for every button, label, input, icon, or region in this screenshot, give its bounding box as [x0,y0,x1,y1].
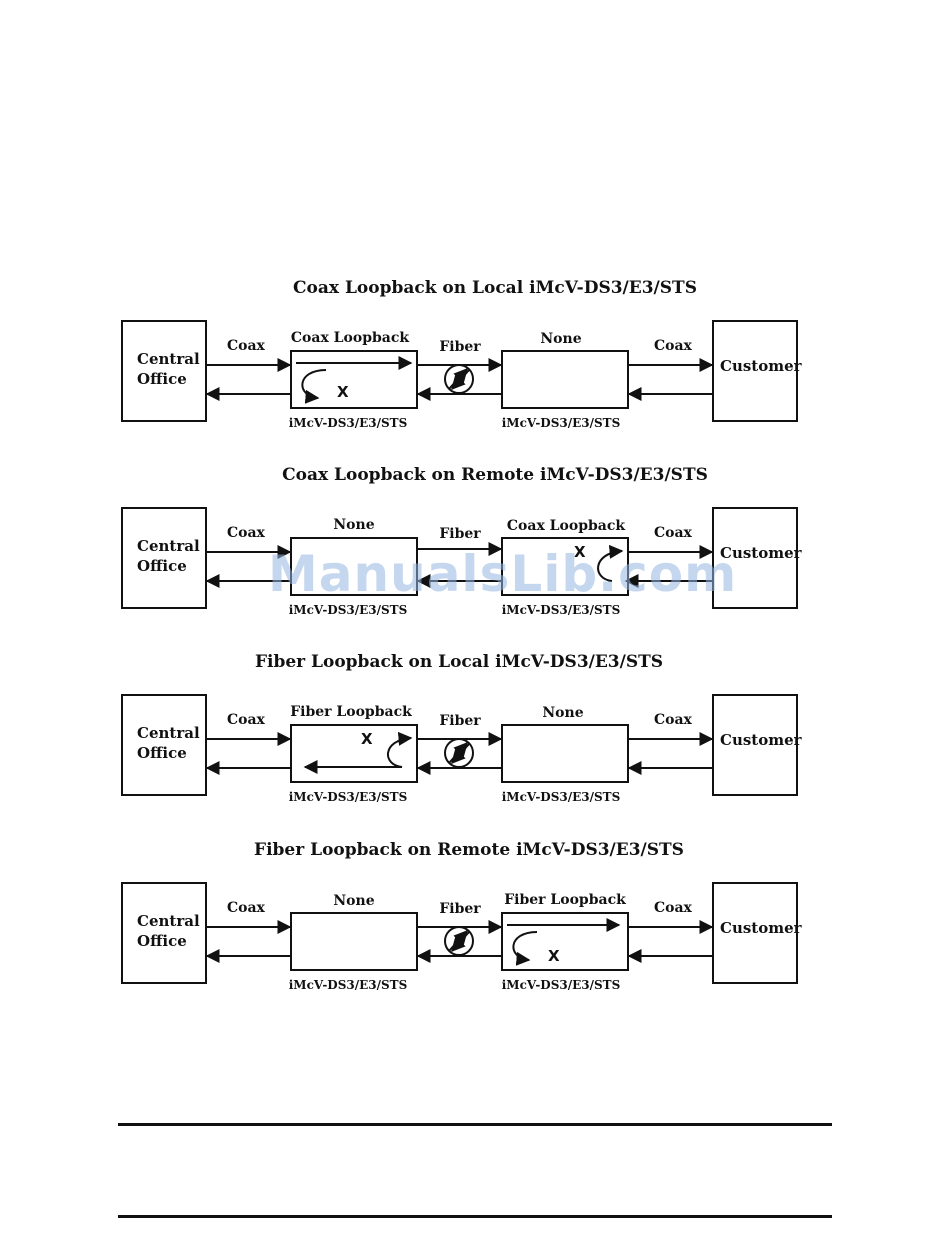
remote-mode-label: Coax Loopback [506,518,626,534]
watermark: ManualsLib.com [268,545,738,603]
loopback-drawing [121,882,798,984]
footer-rule-bottom [118,1215,832,1218]
fiber-optic-icon [444,738,474,768]
coax-link-label: Coax [227,338,265,354]
footer-rule-top [118,1123,832,1126]
fiber-link-label: Fiber [439,901,481,917]
local-mode-label: Fiber Loopback [290,704,412,720]
local-device-label: iMcV-DS3/E3/STS [288,978,408,992]
local-device-box [290,350,418,409]
central-office-box [121,320,207,422]
loopback-drawing [121,507,798,609]
central-office-box [121,694,207,796]
blocked-path-mark: X [337,383,349,401]
loopback-drawing [121,320,798,422]
remote-device-box [501,537,629,596]
local-device-label: iMcV-DS3/E3/STS [288,603,408,617]
diagram-fiber-loopback-remote: Fiber Loopback on Remote iMcV-DS3/E3/STS [0,840,950,1010]
right-coax-link-label: Coax [654,712,692,728]
local-mode-label: None [333,517,375,533]
loopback-curve-arrow [597,544,624,582]
loopback-curve-arrow [301,369,327,404]
customer-label: Customer [720,919,802,937]
fiber-link-label: Fiber [439,526,481,542]
customer-label: Customer [720,731,802,749]
local-device-box [290,912,418,971]
loopback-drawing [121,694,798,796]
blocked-path-mark: X [548,947,560,965]
remote-device-box [501,912,629,971]
central-office-box [121,507,207,609]
diagram-title: Coax Loopback on Local iMcV-DS3/E3/STS [293,278,697,298]
blocked-path-mark: X [574,543,586,561]
remote-mode-label: None [542,705,584,721]
fiber-optic-icon [444,364,474,394]
local-device-box [290,537,418,596]
remote-mode-label: Fiber Loopback [504,892,626,908]
diagram-title: Fiber Loopback on Local iMcV-DS3/E3/STS [254,652,664,672]
local-mode-label: None [333,893,375,909]
local-device-label: iMcV-DS3/E3/STS [288,416,408,430]
loopback-curve-arrow [512,931,538,966]
diagram-coax-loopback-remote: Coax Loopback on Remote iMcV-DS3/E3/STS … [0,465,950,635]
local-device-label: iMcV-DS3/E3/STS [288,790,408,804]
right-coax-link-label: Coax [654,525,692,541]
remote-mode-label: None [540,331,582,347]
remote-device-label: iMcV-DS3/E3/STS [501,416,621,430]
coax-link-label: Coax [227,900,265,916]
diagram-title: Fiber Loopback on Remote iMcV-DS3/E3/STS [254,840,684,860]
fiber-link-label: Fiber [439,713,481,729]
diagram-fiber-loopback-local: Fiber Loopback on Local iMcV-DS3/E3/STS [0,652,950,822]
customer-label: Customer [720,357,802,375]
fiber-link-label: Fiber [439,339,481,355]
local-device-box [290,724,418,783]
remote-device-label: iMcV-DS3/E3/STS [501,978,621,992]
right-coax-link-label: Coax [654,338,692,354]
fiber-optic-icon [444,926,474,956]
central-office-box [121,882,207,984]
remote-device-label: iMcV-DS3/E3/STS [501,603,621,617]
diagram-title: Coax Loopback on Remote iMcV-DS3/E3/STS [282,465,708,485]
coax-link-label: Coax [227,712,265,728]
remote-device-box [501,724,629,783]
loopback-curve-arrow [386,731,413,768]
coax-link-label: Coax [227,525,265,541]
remote-device-label: iMcV-DS3/E3/STS [501,790,621,804]
customer-label: Customer [720,544,802,562]
blocked-path-mark: X [361,730,373,748]
right-coax-link-label: Coax [654,900,692,916]
remote-device-box [501,350,629,409]
local-mode-label: Coax Loopback [290,330,410,346]
diagram-coax-loopback-local: Coax Loopback on Local iMcV-DS3/E3/STS [0,278,950,448]
